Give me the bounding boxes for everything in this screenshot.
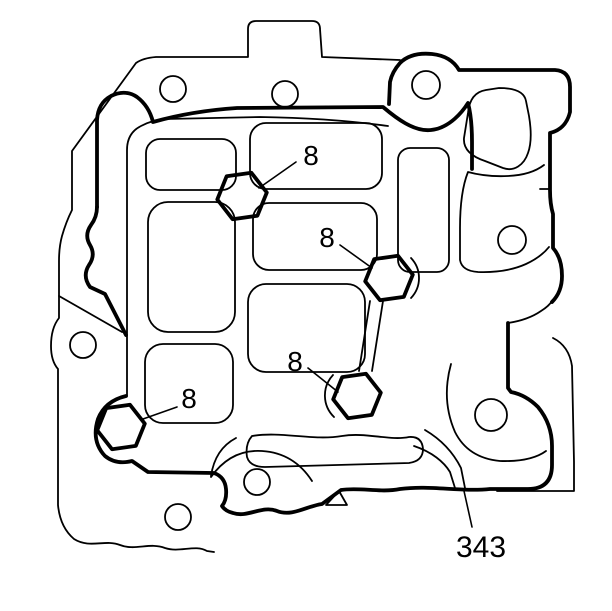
outer-outline-top-left [50, 20, 401, 553]
passage-rect-2 [249, 122, 383, 190]
bolt-hole-top-middle [271, 80, 299, 108]
callout-label-bolt-3: 8 [287, 346, 303, 377]
bolt-hole-bottom-right [474, 398, 508, 432]
drain-channel-lines [413, 429, 466, 489]
hex-bolt-1 [215, 170, 269, 222]
callout-label-bolt-2: 8 [319, 222, 335, 253]
hex2-pocket-arc [410, 257, 420, 299]
body-edge-left [83, 205, 128, 337]
leader-line-bolt-4 [142, 406, 178, 420]
upper-right-region-lines [459, 164, 550, 273]
passage-rect-5 [144, 343, 234, 424]
left-chamfer-line [58, 295, 123, 333]
hex-channel-lines [358, 300, 384, 372]
bolt-hole-top-left [159, 75, 187, 103]
plate-inner-edge [126, 116, 389, 397]
body-edge-top [95, 90, 474, 209]
passage-pentagon [463, 87, 532, 170]
passage-rect-tall [397, 147, 450, 273]
passage-wavy [245, 433, 424, 468]
bolt-hole-top-right [411, 70, 441, 100]
callout-label-bolt-1: 8 [303, 140, 319, 171]
hex-bolt-2 [363, 253, 415, 303]
leader-line-body [463, 490, 473, 528]
leader-line-bolt-1 [258, 161, 297, 189]
bolt-hole-left [69, 331, 97, 359]
callout-label-bolt-4: 8 [181, 383, 197, 414]
body-edge-right [387, 51, 572, 304]
bolt-hole-bottom-left [164, 503, 192, 531]
passage-rect-4 [252, 202, 378, 271]
passage-rect-3 [147, 201, 236, 333]
bolt-hole-right [497, 225, 527, 255]
lower-right-lobe-arc [445, 363, 547, 462]
leader-line-bolt-2 [339, 244, 373, 269]
leader-line-bolt-3 [307, 367, 339, 393]
passage-connector-left [210, 437, 237, 477]
hex-bolt-3 [331, 371, 383, 421]
bolt-hole-bottom-middle [243, 468, 271, 496]
hex-bolt-4 [95, 402, 147, 452]
body-edge-bottom [93, 321, 554, 517]
bottom-hill-arc [210, 450, 313, 482]
passage-rect-6 [247, 283, 366, 373]
outer-outline-bottom-right [496, 337, 575, 492]
hex3-pocket-arc [324, 374, 335, 418]
callout-label-body: 343 [456, 531, 506, 564]
passage-rect-1 [145, 138, 237, 191]
right-side-bump-line [507, 300, 553, 324]
